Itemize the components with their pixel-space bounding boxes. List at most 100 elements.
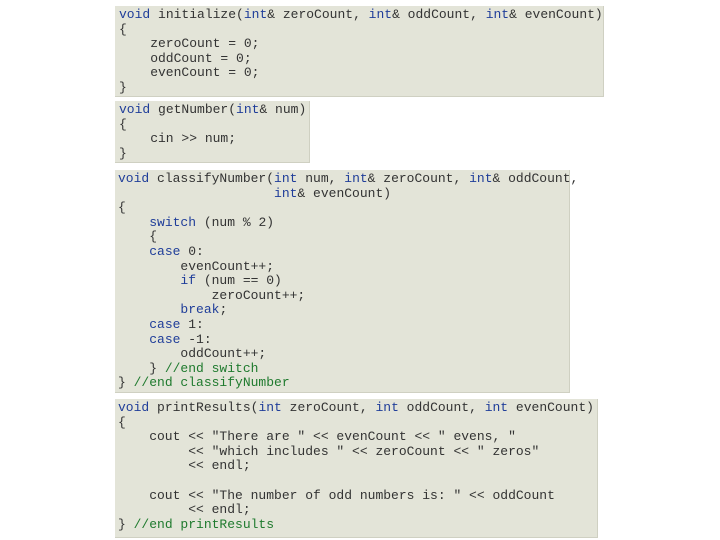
code-line: cout << "There are " << evenCount << " e…	[118, 429, 594, 445]
code-text: & oddCount,	[392, 7, 486, 22]
code-line: zeroCount++;	[118, 287, 578, 304]
code-line: switch (num % 2)	[118, 214, 578, 231]
code-text: {	[118, 200, 126, 216]
code-text: zeroCount,	[281, 400, 376, 415]
code-line: {	[119, 116, 306, 133]
code-text: & num)	[259, 102, 307, 117]
code-line	[118, 474, 594, 489]
code-keyword: void	[118, 171, 150, 186]
code-line: }	[119, 80, 603, 96]
code-comment: //end classifyNumber	[133, 375, 290, 391]
code-comment: //end printResults	[133, 516, 275, 532]
code-keyword: case	[149, 316, 181, 332]
code-line: {	[118, 230, 578, 245]
code-classify-number: void classifyNumber(int num, int& zeroCo…	[118, 171, 579, 391]
code-text: & evenCount)	[297, 185, 392, 201]
code-block-classify-number: void classifyNumber(int num, int& zeroCo…	[115, 170, 578, 393]
code-text: -1:	[180, 331, 212, 347]
code-text: num,	[297, 171, 345, 186]
code-line: } //end printResults	[118, 516, 594, 533]
code-line: case 1:	[118, 316, 578, 333]
code-get-number: void getNumber(int& num){ cin >> num;}	[119, 102, 307, 162]
code-text: (num % 2)	[196, 214, 275, 230]
code-line: }	[119, 146, 306, 162]
code-text: << "which includes " << zeroCount << " z…	[118, 443, 540, 459]
code-keyword: switch	[149, 214, 197, 230]
code-text: 1:	[180, 316, 204, 332]
code-line: zeroCount = 0;	[119, 36, 603, 52]
code-text: cin >> num;	[119, 131, 237, 147]
code-text: << endl;	[118, 458, 251, 474]
code-keyword: int	[368, 7, 393, 22]
code-line: {	[118, 415, 594, 431]
code-line: int& evenCount)	[118, 185, 578, 202]
code-text	[118, 317, 149, 332]
code-line: << "which includes " << zeroCount << " z…	[118, 443, 594, 460]
code-text	[118, 302, 180, 317]
code-line: case -1:	[118, 331, 578, 348]
code-text: classifyNumber(	[149, 171, 275, 186]
code-text: {	[118, 229, 158, 245]
code-line: oddCount = 0;	[119, 51, 603, 67]
code-keyword: int	[243, 7, 268, 22]
code-line: case 0:	[118, 243, 578, 260]
code-text: zeroCount++;	[118, 287, 306, 303]
code-block-print-results: void printResults(int zeroCount, int odd…	[115, 399, 598, 538]
code-text: << endl;	[118, 502, 251, 518]
code-text: getNumber(	[150, 102, 237, 117]
code-line: {	[118, 200, 578, 216]
code-text	[118, 244, 149, 259]
code-text	[118, 332, 149, 347]
code-text: oddCount,	[398, 400, 485, 415]
code-text: cout << "The number of odd numbers is: "…	[118, 487, 555, 503]
code-line: evenCount = 0;	[119, 66, 603, 81]
code-line: void getNumber(int& num)	[119, 102, 307, 118]
code-text: & evenCount)	[509, 7, 603, 22]
code-keyword: int	[344, 171, 368, 186]
code-text: evenCount = 0;	[119, 65, 260, 81]
code-line: void initialize(int& zeroCount, int& odd…	[119, 7, 603, 23]
code-line: } //end classifyNumber	[118, 376, 578, 391]
code-keyword: case	[149, 243, 181, 259]
code-text: cout << "There are " << evenCount << " e…	[118, 429, 516, 445]
code-line: } //end switch	[118, 360, 578, 377]
code-text: & oddCount,	[492, 171, 579, 186]
code-line: {	[119, 21, 603, 38]
code-keyword: if	[180, 273, 197, 289]
code-text: printResults(	[149, 400, 259, 415]
code-text	[118, 186, 274, 201]
code-line: << endl;	[118, 459, 594, 474]
code-keyword: int	[236, 102, 260, 117]
code-line: oddCount++;	[118, 346, 578, 362]
code-block-get-number: void getNumber(int& num){ cin >> num;}	[115, 101, 310, 163]
code-block-initialize: void initialize(int& zeroCount, int& odd…	[115, 6, 604, 97]
code-text: (num == 0)	[196, 273, 282, 289]
code-line: void printResults(int zeroCount, int odd…	[118, 400, 594, 416]
code-text: & zeroCount,	[367, 171, 470, 186]
code-keyword: int	[274, 185, 298, 201]
code-text: evenCount++;	[118, 258, 275, 274]
code-text	[118, 215, 149, 230]
code-text: oddCount++;	[118, 346, 267, 362]
code-text: {	[119, 116, 127, 132]
code-keyword: int	[375, 400, 399, 415]
code-text: {	[119, 21, 127, 37]
code-line: cin >> num;	[119, 131, 306, 147]
code-keyword: int	[485, 7, 510, 22]
code-text	[118, 273, 180, 288]
code-initialize: void initialize(int& zeroCount, int& odd…	[119, 7, 603, 96]
code-keyword: void	[119, 102, 151, 117]
code-text: zeroCount = 0;	[119, 36, 260, 52]
code-line: if (num == 0)	[118, 273, 578, 289]
code-line: break;	[118, 303, 578, 318]
code-keyword: int	[258, 400, 282, 415]
code-text: }	[118, 516, 134, 532]
code-comment: //end switch	[164, 360, 259, 376]
code-print-results: void printResults(int zeroCount, int odd…	[118, 400, 594, 533]
code-text: }	[118, 360, 165, 376]
code-text: }	[118, 375, 134, 391]
code-keyword: void	[118, 400, 150, 415]
code-text: 0:	[180, 243, 204, 259]
code-line: evenCount++;	[118, 258, 578, 275]
code-line: << endl;	[118, 502, 594, 518]
